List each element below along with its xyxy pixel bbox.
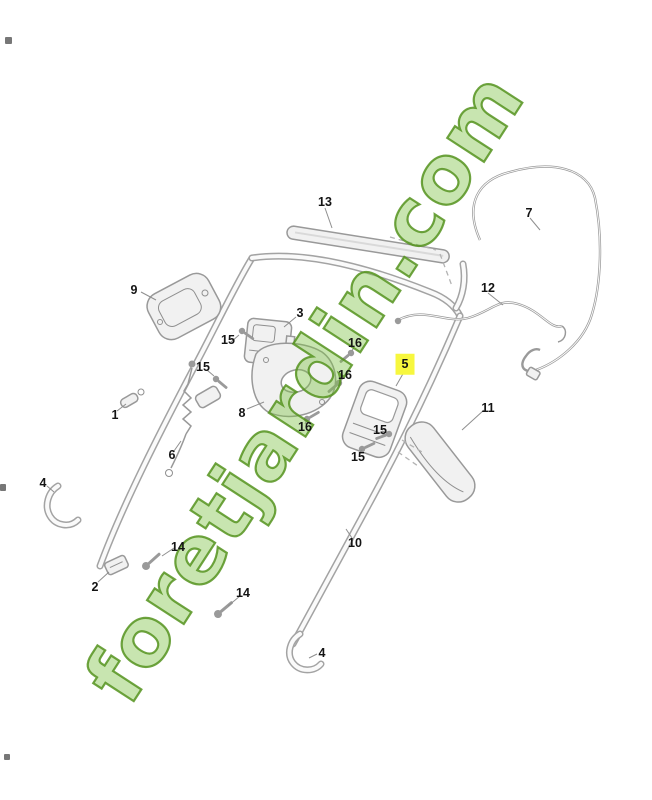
part-label-15-1: 15 <box>221 332 235 347</box>
part-label-15-4: 15 <box>351 449 365 464</box>
part-label-14-1: 14 <box>171 539 185 554</box>
scan-artifacts <box>0 37 12 760</box>
part-label-16-3: 16 <box>298 419 312 434</box>
screw-14-left <box>142 552 161 570</box>
part-label-2: 2 <box>91 579 99 594</box>
part-label-16-1: 16 <box>348 335 362 350</box>
part-13-grip <box>286 225 450 264</box>
part-1-spacer <box>119 388 145 409</box>
part-label-13: 13 <box>318 194 332 209</box>
part-label-3: 3 <box>296 305 304 320</box>
part-label-4-2: 4 <box>318 645 326 660</box>
leader-lines <box>46 207 541 659</box>
assembly-dash <box>389 236 437 251</box>
part-12-cable <box>394 301 567 343</box>
handlebar-tubes <box>96 252 468 648</box>
part-label-12: 12 <box>481 280 495 295</box>
part-label-16-2: 16 <box>338 367 352 382</box>
part-label-9: 9 <box>130 282 138 297</box>
part-6-cable <box>165 360 196 477</box>
part-11-cover <box>397 421 476 503</box>
part-9-housing <box>146 272 222 409</box>
assembly-dash <box>439 253 453 287</box>
part-label-8: 8 <box>238 405 246 420</box>
part-label-15-3: 15 <box>373 422 387 437</box>
part-label-7: 7 <box>525 205 533 220</box>
part-label-14-2: 14 <box>236 585 250 600</box>
part-label-15-2: 15 <box>196 359 210 374</box>
part-4-clip-left <box>43 482 82 529</box>
part-label-4-1: 4 <box>39 475 47 490</box>
part-5-module <box>341 380 408 459</box>
part-label-5-highlighted: 5 <box>395 353 415 375</box>
part-4-clip-bottom <box>286 630 325 674</box>
part-8-housing <box>251 342 337 418</box>
part-2-bracket <box>103 554 129 576</box>
part-label-10: 10 <box>348 535 362 550</box>
part-label-6: 6 <box>168 447 176 462</box>
part-label-11: 11 <box>481 400 495 415</box>
part-7-cable <box>472 165 602 381</box>
part-label-1: 1 <box>111 407 119 422</box>
